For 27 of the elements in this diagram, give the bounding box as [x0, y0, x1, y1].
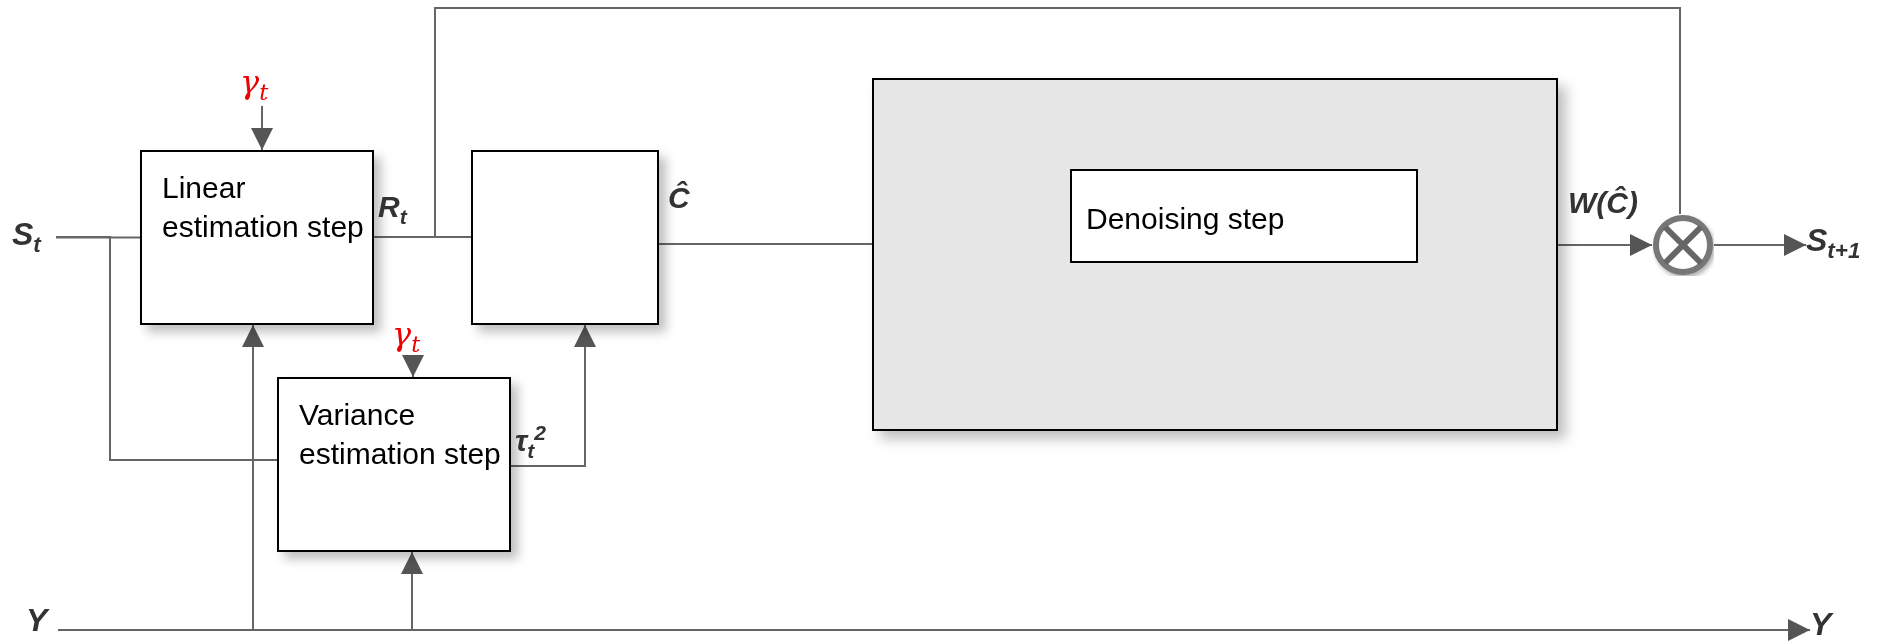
parameter-label: γ$_{t}$: [240, 66, 269, 104]
signal-label: S$_{t}$: [12, 218, 41, 257]
process-box: [1070, 169, 1418, 263]
box-label: Denoising step: [1086, 201, 1286, 237]
arrow: [402, 355, 424, 378]
arrow: [1713, 234, 1807, 256]
arrow: [251, 105, 273, 151]
multiplier-symbol: [1652, 214, 1714, 276]
edge-label: W(Ĉ): [1568, 188, 1638, 218]
edge-label: R$_{t}$: [378, 192, 407, 227]
edge-label: Ĉ: [668, 183, 690, 213]
signal-label: Y: [1810, 608, 1832, 640]
arrow: [1557, 234, 1653, 256]
box-label: Linear estimation step: [162, 170, 365, 245]
signal-label: Y: [26, 604, 48, 636]
process-box: [471, 150, 659, 325]
connector-line: [55, 236, 141, 239]
process-block: [872, 78, 1558, 431]
connector-line: [55, 236, 278, 461]
connector-line: [658, 243, 873, 245]
box-label: Variance estimation step: [299, 397, 502, 472]
arrow: [510, 324, 596, 467]
signal-label: S$_{t+1}$: [1806, 224, 1861, 263]
parameter-label: γ$_{t}$: [392, 318, 421, 356]
process-box: [140, 150, 374, 325]
process-box: [277, 377, 511, 552]
arrow: [57, 551, 423, 631]
